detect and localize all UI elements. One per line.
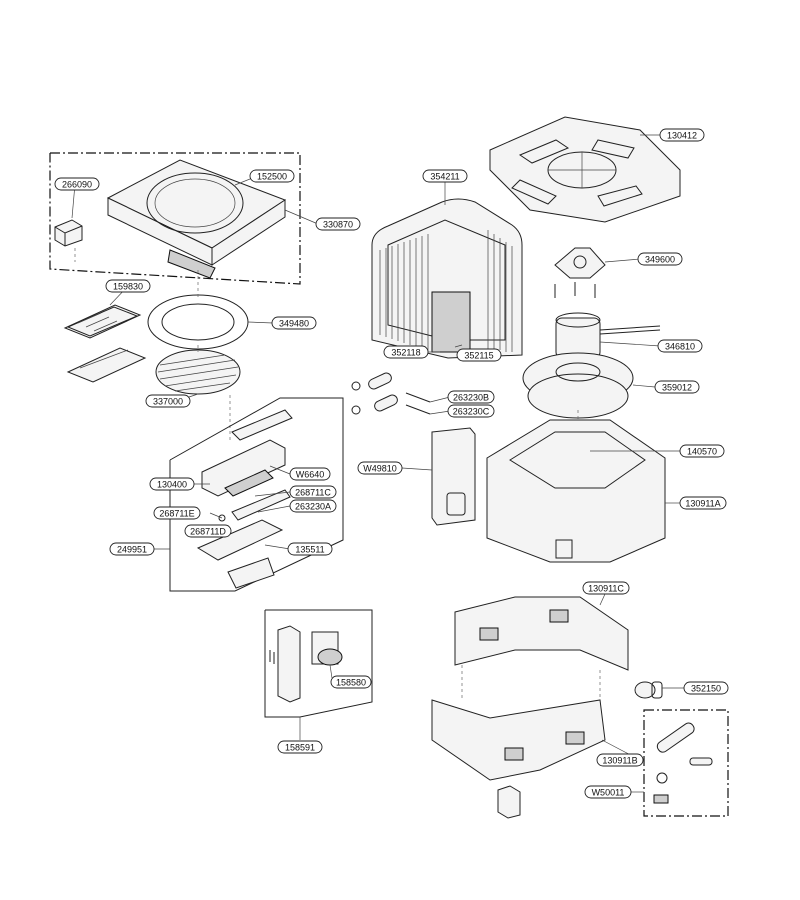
svg-text:268711E: 268711E [159, 509, 194, 519]
label-152500: 152500 [249, 169, 295, 183]
label-159830: 159830 [105, 279, 151, 293]
svg-text:W49810: W49810 [363, 464, 397, 474]
part-ring [147, 294, 249, 350]
label-158580: 158580 [330, 675, 372, 689]
label-330870: 330870 [315, 217, 361, 231]
label-263230A: 263230A [289, 499, 337, 513]
label-130400: 130400 [149, 477, 195, 491]
group-box-bracket [264, 609, 373, 718]
part-heat-exchanger [371, 198, 523, 359]
group-box-panel [49, 152, 301, 285]
label-158591: 158591 [277, 740, 323, 754]
label-130911B: 130911B [596, 753, 644, 767]
svg-text:352150: 352150 [691, 684, 721, 694]
svg-text:266090: 266090 [62, 180, 92, 190]
svg-text:349600: 349600 [645, 255, 675, 265]
svg-text:263230B: 263230B [453, 393, 489, 403]
svg-text:349480: 349480 [279, 319, 309, 329]
label-337000: 337000 [145, 394, 191, 408]
part-top-plate [489, 116, 681, 223]
svg-text:158580: 158580 [336, 678, 366, 688]
svg-text:263230C: 263230C [453, 407, 490, 417]
part-grill [155, 349, 241, 395]
svg-text:140570: 140570 [687, 447, 717, 457]
part-corner-bracket [497, 785, 521, 819]
part-turbo-fan [522, 352, 634, 452]
svg-text:346810: 346810 [665, 342, 695, 352]
svg-text:352118: 352118 [391, 348, 420, 358]
part-accessories [653, 722, 713, 804]
group-box-control [169, 397, 344, 592]
label-349480: 349480 [271, 316, 317, 330]
part-filters [63, 304, 147, 383]
svg-text:130412: 130412 [667, 131, 697, 141]
label-268711D: 268711D [184, 524, 232, 538]
label-W6640: W6640 [289, 467, 331, 481]
svg-text:152500: 152500 [257, 172, 287, 182]
svg-text:130911B: 130911B [602, 756, 637, 766]
label-346810: 346810 [657, 339, 703, 353]
svg-text:158591: 158591 [285, 743, 315, 753]
part-small-box [54, 219, 83, 262]
svg-text:130911A: 130911A [685, 499, 720, 509]
svg-text:130400: 130400 [157, 480, 187, 490]
part-control-box [196, 409, 293, 589]
part-fan-motor [555, 312, 661, 359]
group-box-accessories [643, 709, 729, 817]
svg-text:263230A: 263230A [295, 502, 331, 512]
svg-text:130911C: 130911C [588, 584, 624, 594]
part-drain-plug [634, 681, 663, 699]
svg-text:354211: 354211 [430, 172, 459, 182]
label-352118: 352118 [383, 345, 429, 359]
part-motor-mount [554, 247, 606, 298]
label-354211: 354211 [422, 169, 468, 183]
svg-text:W50011: W50011 [592, 788, 625, 798]
svg-text:W6640: W6640 [296, 470, 325, 480]
svg-text:135511: 135511 [295, 545, 324, 555]
svg-text:359012: 359012 [662, 383, 692, 393]
label-140570: 140570 [679, 444, 725, 458]
label-135511: 135511 [287, 542, 333, 556]
label-359012: 359012 [654, 380, 700, 394]
label-130911C: 130911C [582, 581, 630, 595]
label-130412: 130412 [659, 128, 705, 142]
part-drain-pan [486, 419, 666, 563]
svg-text:337000: 337000 [153, 397, 183, 407]
label-352150: 352150 [683, 681, 729, 695]
label-268711C: 268711C [289, 485, 337, 499]
label-263230B: 263230B [447, 390, 495, 404]
label-W49810: W49810 [357, 461, 403, 475]
svg-text:330870: 330870 [323, 220, 353, 230]
label-266090: 266090 [54, 177, 100, 191]
svg-text:352115: 352115 [464, 351, 493, 361]
svg-text:268711C: 268711C [295, 488, 331, 498]
part-side-bracket [431, 427, 476, 526]
part-bracket [269, 625, 343, 703]
label-268711E: 268711E [153, 506, 201, 520]
label-249951: 249951 [109, 542, 155, 556]
label-349600: 349600 [637, 252, 683, 266]
svg-text:249951: 249951 [117, 545, 147, 555]
label-130911A: 130911A [679, 496, 727, 510]
part-tubes [351, 372, 431, 415]
label-263230C: 263230C [447, 404, 495, 418]
svg-text:159830: 159830 [113, 282, 143, 292]
svg-text:268711D: 268711D [190, 527, 226, 537]
label-352115: 352115 [456, 348, 502, 362]
part-panel-frame [106, 159, 287, 279]
part-cabinet [431, 596, 629, 781]
label-W50011: W50011 [584, 785, 632, 799]
